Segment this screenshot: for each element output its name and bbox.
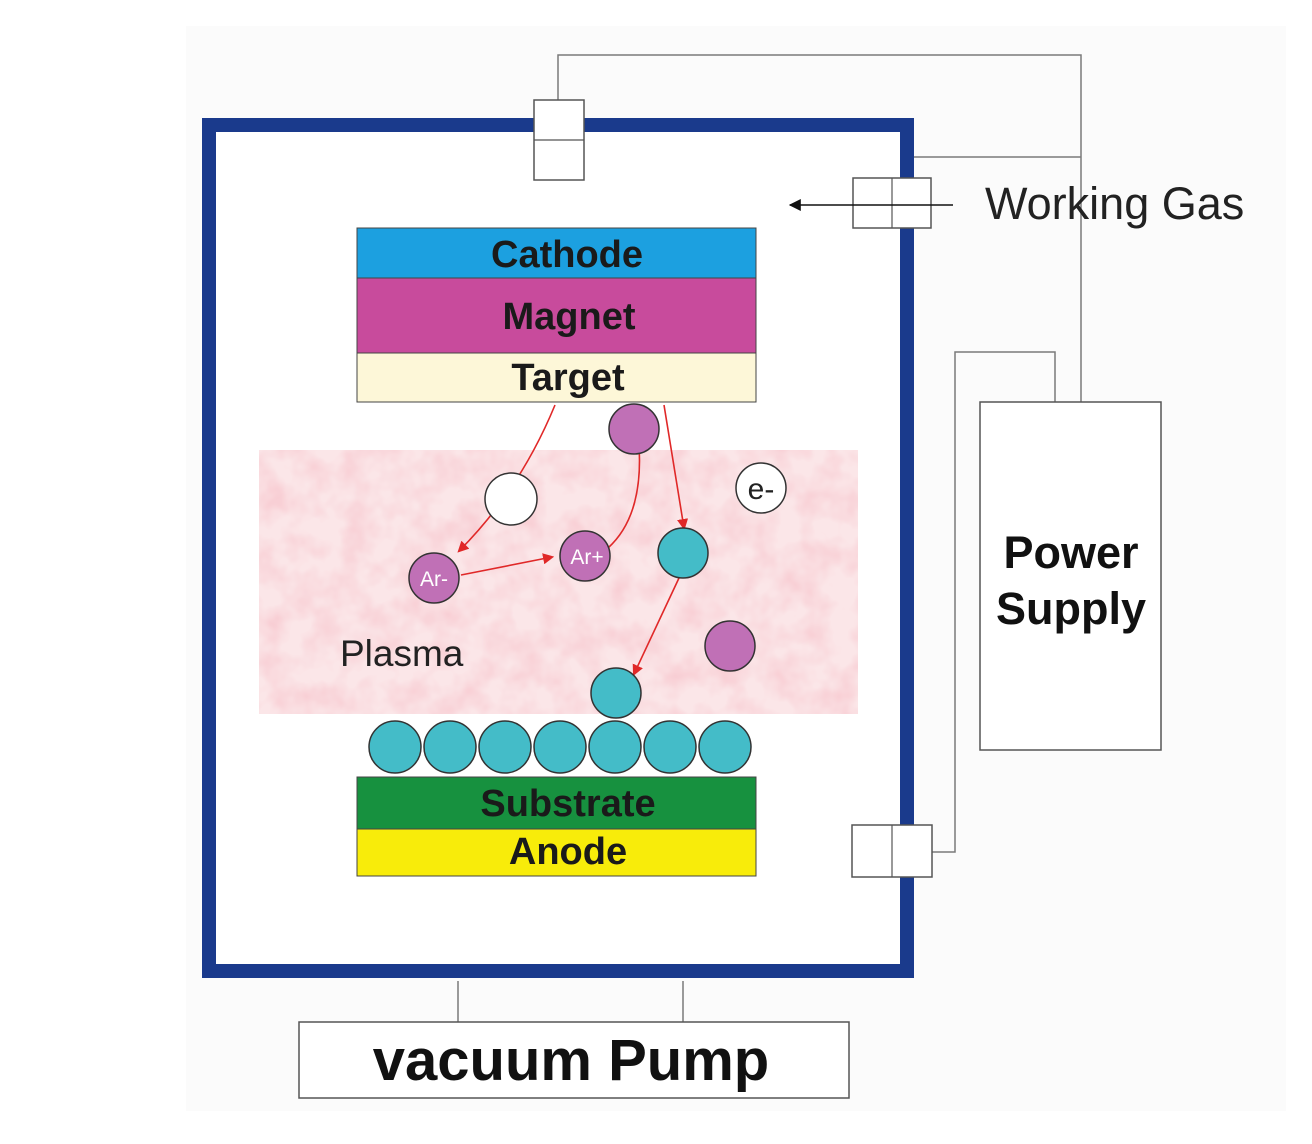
anode-label: Anode [509,831,627,873]
vacuum-pump-label: vacuum Pump [373,1028,769,1093]
substrate-label: Substrate [480,783,655,825]
film-atom [478,720,532,774]
arriving-atom [590,667,642,719]
anode-layer [356,828,757,877]
electron-particle [484,472,538,526]
working-gas-label: Working Gas [985,178,1244,229]
film-atom [533,720,587,774]
target-label: Target [511,357,625,399]
deposited-film-atoms [368,720,752,774]
ar-plus-label: Ar+ [570,546,603,569]
ar-minus-label: Ar- [420,568,448,591]
target-layer [356,352,757,403]
sputtered-atom [657,527,709,579]
electron-label: e- [748,473,775,506]
film-atom [588,720,642,774]
power-supply-label-line2: Supply [996,583,1146,634]
film-atom [368,720,422,774]
argon-ion-drifting [704,620,756,672]
power-supply-label-line1: Power [1003,527,1138,578]
argon-ion-at-target [608,403,660,455]
argon-negative-particle [408,552,460,604]
ion-acceleration-arrow [460,553,555,576]
film-atom [698,720,752,774]
electron-particle-labeled [735,462,787,514]
argon-positive-particle [559,530,611,582]
power-supply-box [979,401,1162,751]
magnet-label: Magnet [503,296,636,338]
film-atom [643,720,697,774]
plasma-label: Plasma [340,633,464,674]
cathode-label: Cathode [491,234,643,276]
film-atom [423,720,477,774]
magnet-layer [356,277,757,354]
deposition-arrow [632,577,680,677]
sputtered-atom-arrow [663,404,689,531]
vacuum-pump-box [298,1021,850,1099]
